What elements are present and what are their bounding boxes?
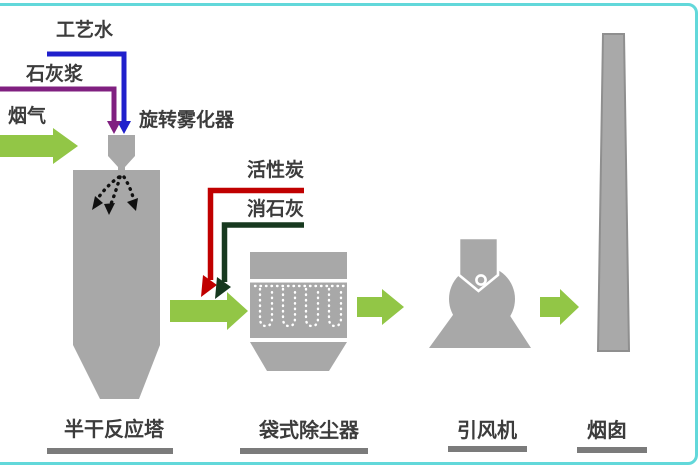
chimney-label: 烟囱 — [587, 418, 627, 442]
fan-scroll-housing — [449, 266, 515, 332]
activated-carbon-arrowhead — [201, 275, 217, 297]
atomizer-spray-icon — [94, 175, 136, 206]
tower-to-bagfilter-arrow — [170, 292, 248, 330]
process-water-arrowhead — [117, 121, 131, 134]
fan-to-chimney-arrow — [540, 289, 579, 325]
lime-slurry-line — [0, 86, 117, 122]
activated-carbon-line — [207, 187, 304, 280]
bag-filter-hopper — [250, 342, 347, 371]
fan-hub-icon — [475, 274, 487, 286]
bag-filter-label: 袋式除尘器 — [259, 418, 359, 442]
filter-bags-icon — [253, 284, 346, 328]
bag-filter-tube-sheet-line — [250, 279, 347, 283]
rotary-atomizer-shape — [108, 135, 135, 172]
chimney-underline — [577, 447, 647, 453]
lime-slurry-label: 石灰浆 — [26, 63, 84, 85]
semi-dry-tower-underline — [47, 448, 173, 454]
rotary-atomizer-label: 旋转雾化器 — [139, 109, 235, 131]
activated-carbon-label: 活性炭 — [247, 159, 305, 181]
atomizer-spray-arrowheads — [92, 196, 138, 215]
bagfilter-to-fan-arrow — [357, 289, 404, 325]
induced-draft-fan-label: 引风机 — [457, 418, 517, 442]
lime-slurry-arrowhead — [107, 121, 121, 134]
semi-dry-tower-body — [73, 170, 160, 399]
bag-filter-hopper-gap — [250, 338, 347, 342]
chimney-stack — [596, 33, 631, 352]
slaked-lime-arrowhead — [215, 277, 231, 299]
bag-filter-body — [250, 252, 347, 338]
fan-outlet-duct — [457, 236, 500, 293]
process-water-line — [47, 51, 127, 122]
slaked-lime-label: 消石灰 — [247, 198, 305, 220]
flue-gas-label: 烟气 — [8, 105, 47, 127]
semi-dry-tower-label: 半干反应塔 — [64, 417, 164, 441]
slaked-lime-line — [221, 222, 304, 282]
process-water-label: 工艺水 — [56, 19, 114, 41]
flue-gas-inlet-arrow — [0, 128, 78, 164]
bag-filter-underline — [240, 448, 368, 454]
induced-draft-fan-underline — [448, 446, 527, 452]
